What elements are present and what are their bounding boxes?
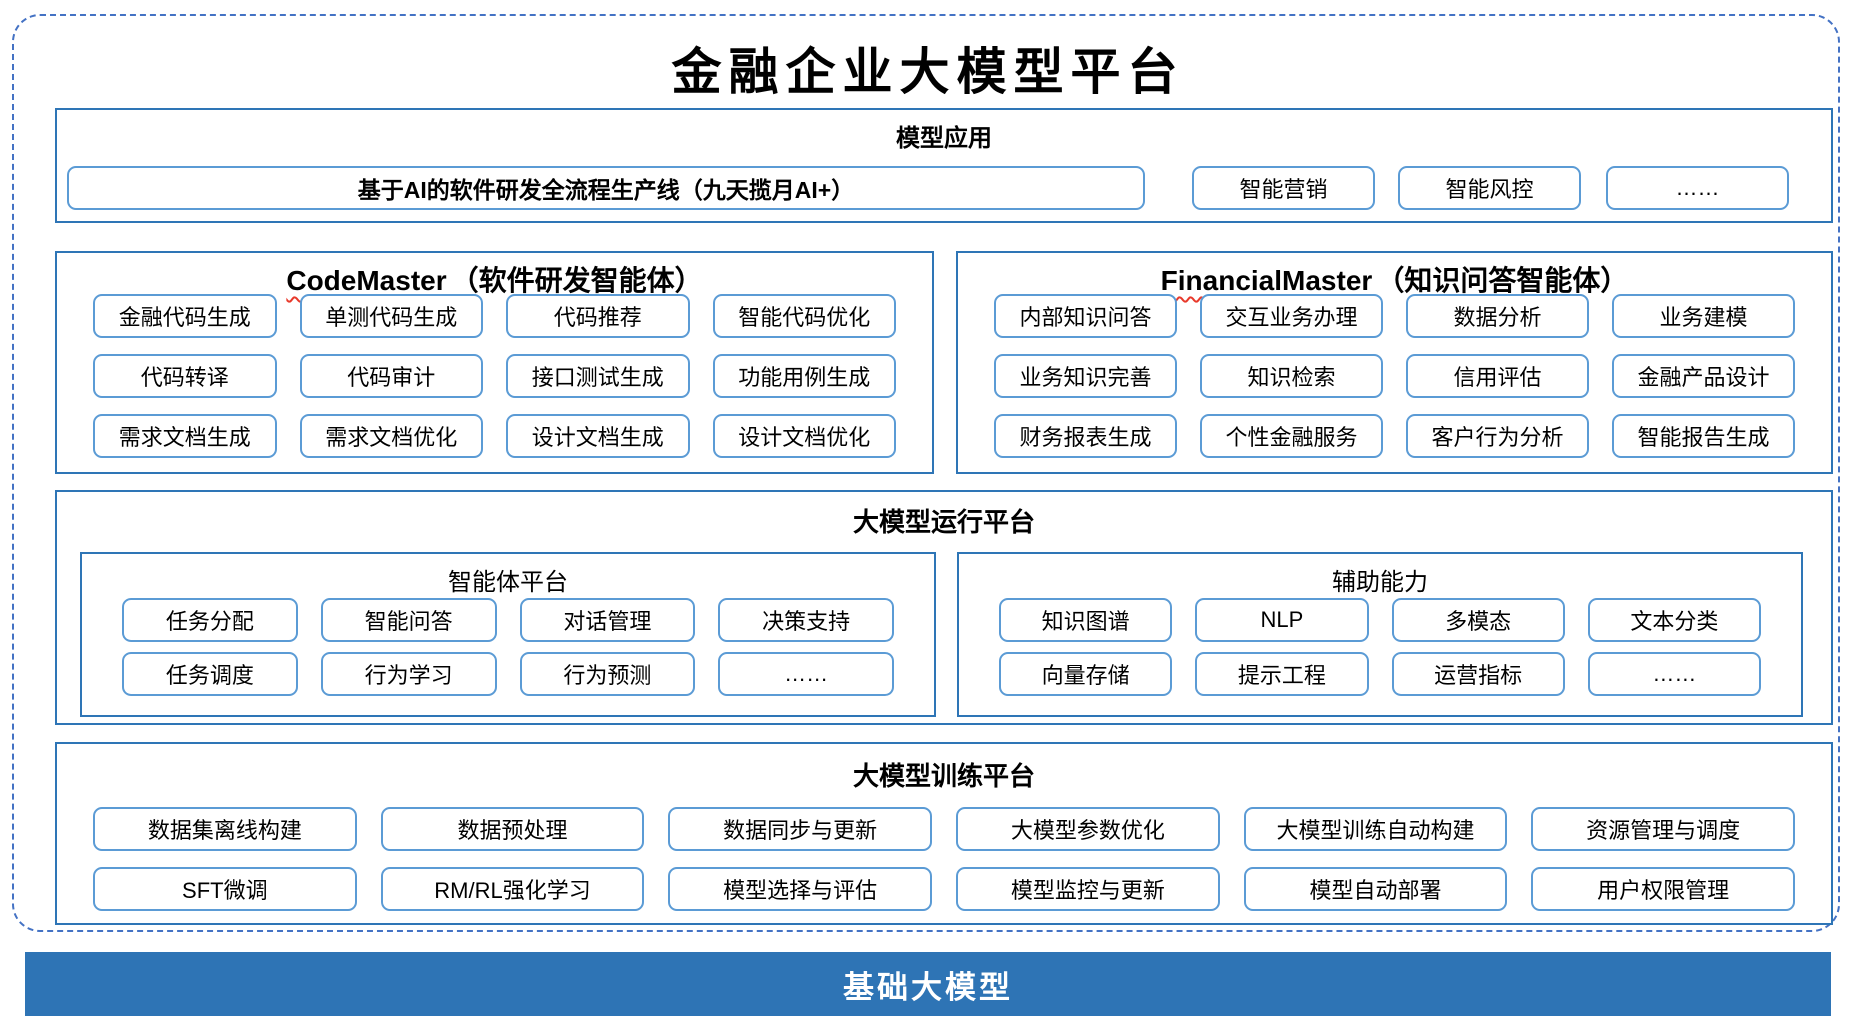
agent-capability-item: 知识检索 bbox=[1200, 354, 1383, 398]
training-platform-grid: 数据集离线构建 数据预处理 数据同步与更新 大模型参数优化 大模型训练自动构建 … bbox=[57, 807, 1831, 911]
training-capability-item: RM/RL强化学习 bbox=[380, 867, 645, 911]
training-capability-item: 数据预处理 bbox=[380, 807, 645, 851]
codemaster-title-en: CodeMaster bbox=[286, 265, 447, 296]
agent-capability-item: 接口测试生成 bbox=[506, 354, 690, 398]
runtime-platform-header: 大模型运行平台 bbox=[852, 507, 1035, 537]
runtime-capability-item: 任务调度 bbox=[122, 652, 298, 696]
agent-capability-item: 数据分析 bbox=[1406, 294, 1589, 338]
codemaster-agent-section: CodeMaster（软件研发智能体） 金融代码生成 单测代码生成 代码推荐 智… bbox=[55, 251, 934, 474]
agent-capability-item: 代码推荐 bbox=[506, 294, 690, 338]
runtime-capability-item: 决策支持 bbox=[718, 598, 894, 642]
agent-capability-item: 金融代码生成 bbox=[93, 294, 277, 338]
runtime-capability-item: 对话管理 bbox=[519, 598, 696, 642]
training-capability-item: 大模型训练自动构建 bbox=[1243, 807, 1508, 851]
training-platform-section: 大模型训练平台 数据集离线构建 数据预处理 数据同步与更新 大模型参数优化 大模… bbox=[55, 742, 1833, 925]
training-capability-item: 模型监控与更新 bbox=[955, 867, 1220, 911]
training-capability-item: 数据同步与更新 bbox=[668, 807, 932, 851]
financialmaster-title-en: FinancialMaster bbox=[1160, 265, 1373, 296]
agent-capability-item: 单测代码生成 bbox=[299, 294, 483, 338]
runtime-capability-item: 提示工程 bbox=[1195, 652, 1369, 696]
runtime-capability-item: NLP bbox=[1195, 598, 1369, 642]
diagram-title: 金融企业大模型平台 bbox=[671, 42, 1185, 101]
agent-capability-item: 业务建模 bbox=[1612, 294, 1795, 338]
runtime-capability-item: 智能问答 bbox=[320, 598, 497, 642]
agent-capability-item: 智能报告生成 bbox=[1612, 414, 1795, 458]
agent-capability-item: 代码审计 bbox=[299, 354, 483, 398]
runtime-capability-item: 行为预测 bbox=[519, 652, 696, 696]
auxiliary-capability-title: 辅助能力 bbox=[1332, 569, 1428, 596]
auxiliary-capability-group: 辅助能力 知识图谱 NLP 多模态 文本分类 向量存储 提示工程 运营指标 …… bbox=[957, 552, 1803, 717]
base-model-bar: 基础大模型 bbox=[25, 952, 1831, 1016]
financialmaster-agent-section: FinancialMaster（知识问答智能体） 内部知识问答 交互业务办理 数… bbox=[956, 251, 1833, 474]
runtime-platform-section: 大模型运行平台 智能体平台 任务分配 智能问答 对话管理 决策支持 任务调度 行… bbox=[55, 490, 1833, 725]
agent-capability-item: 交互业务办理 bbox=[1200, 294, 1383, 338]
training-capability-item: 模型自动部署 bbox=[1243, 867, 1508, 911]
runtime-capability-item: 任务分配 bbox=[122, 598, 298, 642]
model-app-item: 智能营销 bbox=[1192, 166, 1375, 210]
training-platform-header: 大模型训练平台 bbox=[852, 761, 1035, 791]
training-capability-item: 大模型参数优化 bbox=[955, 807, 1220, 851]
codemaster-title: CodeMaster（软件研发智能体） bbox=[57, 253, 932, 296]
training-capability-item: 数据集离线构建 bbox=[93, 807, 357, 851]
agent-capability-item: 设计文档生成 bbox=[506, 414, 690, 458]
agent-capability-item: 个性金融服务 bbox=[1200, 414, 1383, 458]
agent-capability-item: 金融产品设计 bbox=[1612, 354, 1795, 398]
runtime-capability-item-ellipsis: …… bbox=[1587, 652, 1761, 696]
runtime-capability-item: 行为学习 bbox=[320, 652, 497, 696]
runtime-capability-item: 向量存储 bbox=[999, 652, 1173, 696]
agent-capability-item: 功能用例生成 bbox=[712, 354, 896, 398]
financialmaster-title: FinancialMaster（知识问答智能体） bbox=[958, 253, 1831, 296]
model-app-item: 智能风控 bbox=[1398, 166, 1581, 210]
agent-capability-item: 需求文档生成 bbox=[93, 414, 277, 458]
agent-capability-item: 设计文档优化 bbox=[712, 414, 896, 458]
codemaster-items-grid: 金融代码生成 单测代码生成 代码推荐 智能代码优化 代码转译 代码审计 接口测试… bbox=[57, 294, 932, 458]
agent-capability-item: 需求文档优化 bbox=[299, 414, 483, 458]
agent-platform-group: 智能体平台 任务分配 智能问答 对话管理 决策支持 任务调度 行为学习 行为预测… bbox=[80, 552, 936, 717]
runtime-capability-item: 多模态 bbox=[1391, 598, 1565, 642]
training-capability-item: 模型选择与评估 bbox=[668, 867, 932, 911]
model-app-main-item: 基于AI的软件研发全流程生产线（九天揽月AI+） bbox=[67, 166, 1145, 210]
agent-capability-item: 财务报表生成 bbox=[994, 414, 1177, 458]
agent-capability-item: 客户行为分析 bbox=[1406, 414, 1589, 458]
agent-platform-grid: 任务分配 智能问答 对话管理 决策支持 任务调度 行为学习 行为预测 …… bbox=[82, 598, 934, 696]
training-capability-item: SFT微调 bbox=[93, 867, 357, 911]
runtime-capability-item: 运营指标 bbox=[1391, 652, 1565, 696]
agent-capability-item: 内部知识问答 bbox=[994, 294, 1177, 338]
agent-capability-item: 业务知识完善 bbox=[994, 354, 1177, 398]
model-app-item-ellipsis: …… bbox=[1606, 166, 1789, 210]
agent-capability-item: 代码转译 bbox=[93, 354, 277, 398]
training-capability-item: 用户权限管理 bbox=[1531, 867, 1795, 911]
codemaster-title-zh: （软件研发智能体） bbox=[450, 265, 703, 296]
training-capability-item: 资源管理与调度 bbox=[1531, 807, 1795, 851]
financialmaster-title-zh: （知识问答智能体） bbox=[1376, 265, 1629, 296]
model-application-section: 模型应用 基于AI的软件研发全流程生产线（九天揽月AI+） 智能营销 智能风控 … bbox=[55, 108, 1833, 223]
agent-platform-title: 智能体平台 bbox=[448, 569, 568, 596]
agent-capability-item: 智能代码优化 bbox=[712, 294, 896, 338]
outer-dashed-border bbox=[12, 14, 1840, 932]
runtime-capability-item: 知识图谱 bbox=[999, 598, 1173, 642]
financialmaster-items-grid: 内部知识问答 交互业务办理 数据分析 业务建模 业务知识完善 知识检索 信用评估… bbox=[958, 294, 1831, 458]
runtime-capability-item: 文本分类 bbox=[1587, 598, 1761, 642]
model-application-header: 模型应用 bbox=[896, 125, 992, 152]
runtime-capability-item-ellipsis: …… bbox=[718, 652, 894, 696]
auxiliary-capability-grid: 知识图谱 NLP 多模态 文本分类 向量存储 提示工程 运营指标 …… bbox=[959, 598, 1801, 696]
agent-capability-item: 信用评估 bbox=[1406, 354, 1589, 398]
